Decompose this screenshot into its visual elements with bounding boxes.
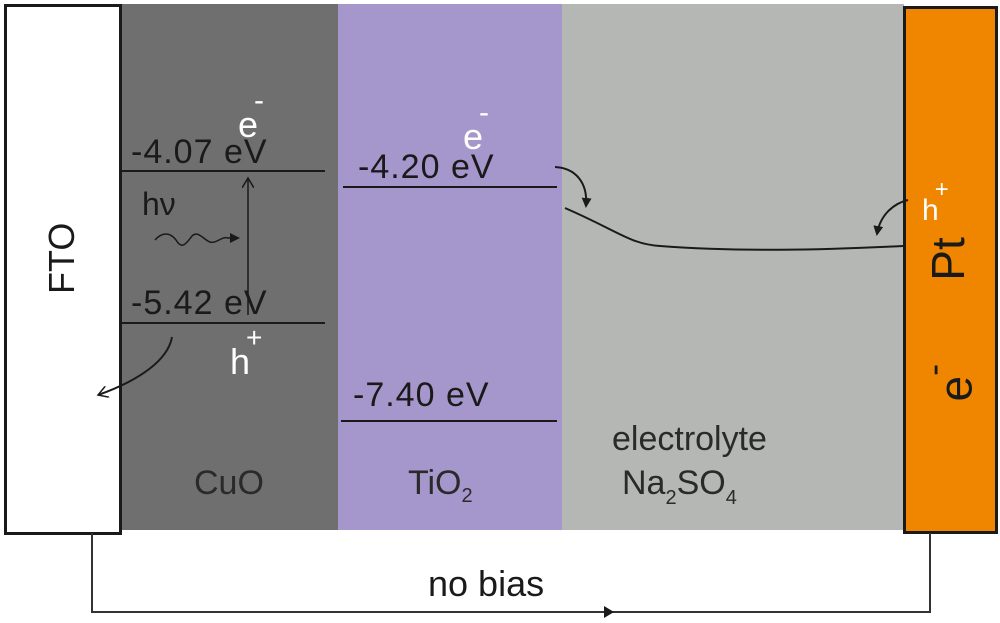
cuo-valence-band-line [122,322,325,324]
tio2-electron-label: e- [463,98,493,157]
cuo-cb-energy: -4.07 eV [131,133,268,171]
tio2-valence-band-line [341,420,557,422]
pt-electron-label: e- [912,353,981,413]
electron-symbol: e [238,104,259,145]
cuo-hole-label: h+ [230,324,266,382]
tio2-subscript: 2 [461,485,473,507]
electron-charge: - [254,84,265,117]
cuo-material-label: CuO [194,464,264,502]
tio2-cb-energy: -4.20 eV [358,148,495,186]
cuo-vb-energy: -5.42 eV [131,284,268,322]
electron-charge: - [479,96,490,129]
cuo-layer [122,4,338,530]
hole-symbol: h [230,341,251,382]
formula-so: SO [676,464,726,502]
tio2-conduction-band-line [343,186,557,188]
electron-symbol: e [463,116,484,157]
cuo-conduction-band-line [122,170,325,172]
formula-sub-4: 4 [725,487,737,509]
electrolyte-formula: Na2SO4 [622,464,737,508]
hole-charge: + [934,176,949,203]
electrolyte-region [562,4,904,530]
fto-label: FTO [41,222,82,294]
electrolyte-label: electrolyte [612,420,767,458]
fto-electrode [4,4,122,535]
tio2-layer [338,4,562,530]
pt-hole-label: h+ [922,178,953,227]
tio2-formula: TiO [408,464,462,502]
tio2-material-label: TiO2 [408,464,473,506]
circuit-arrow-icon [604,606,614,618]
pt-electrode [903,6,998,534]
formula-na: Na [622,464,666,502]
pt-label: Pt [922,237,974,281]
formula-sub-2: 2 [665,487,677,509]
electron-symbol: e [929,375,982,402]
tio2-vb-energy: -7.40 eV [353,376,490,414]
electron-charge: - [912,363,954,376]
hole-charge: + [246,322,263,353]
cuo-electron-label: e- [238,86,268,145]
circuit-label: no bias [428,563,545,604]
hole-symbol: h [922,194,939,227]
photon-label: hν [142,186,176,222]
